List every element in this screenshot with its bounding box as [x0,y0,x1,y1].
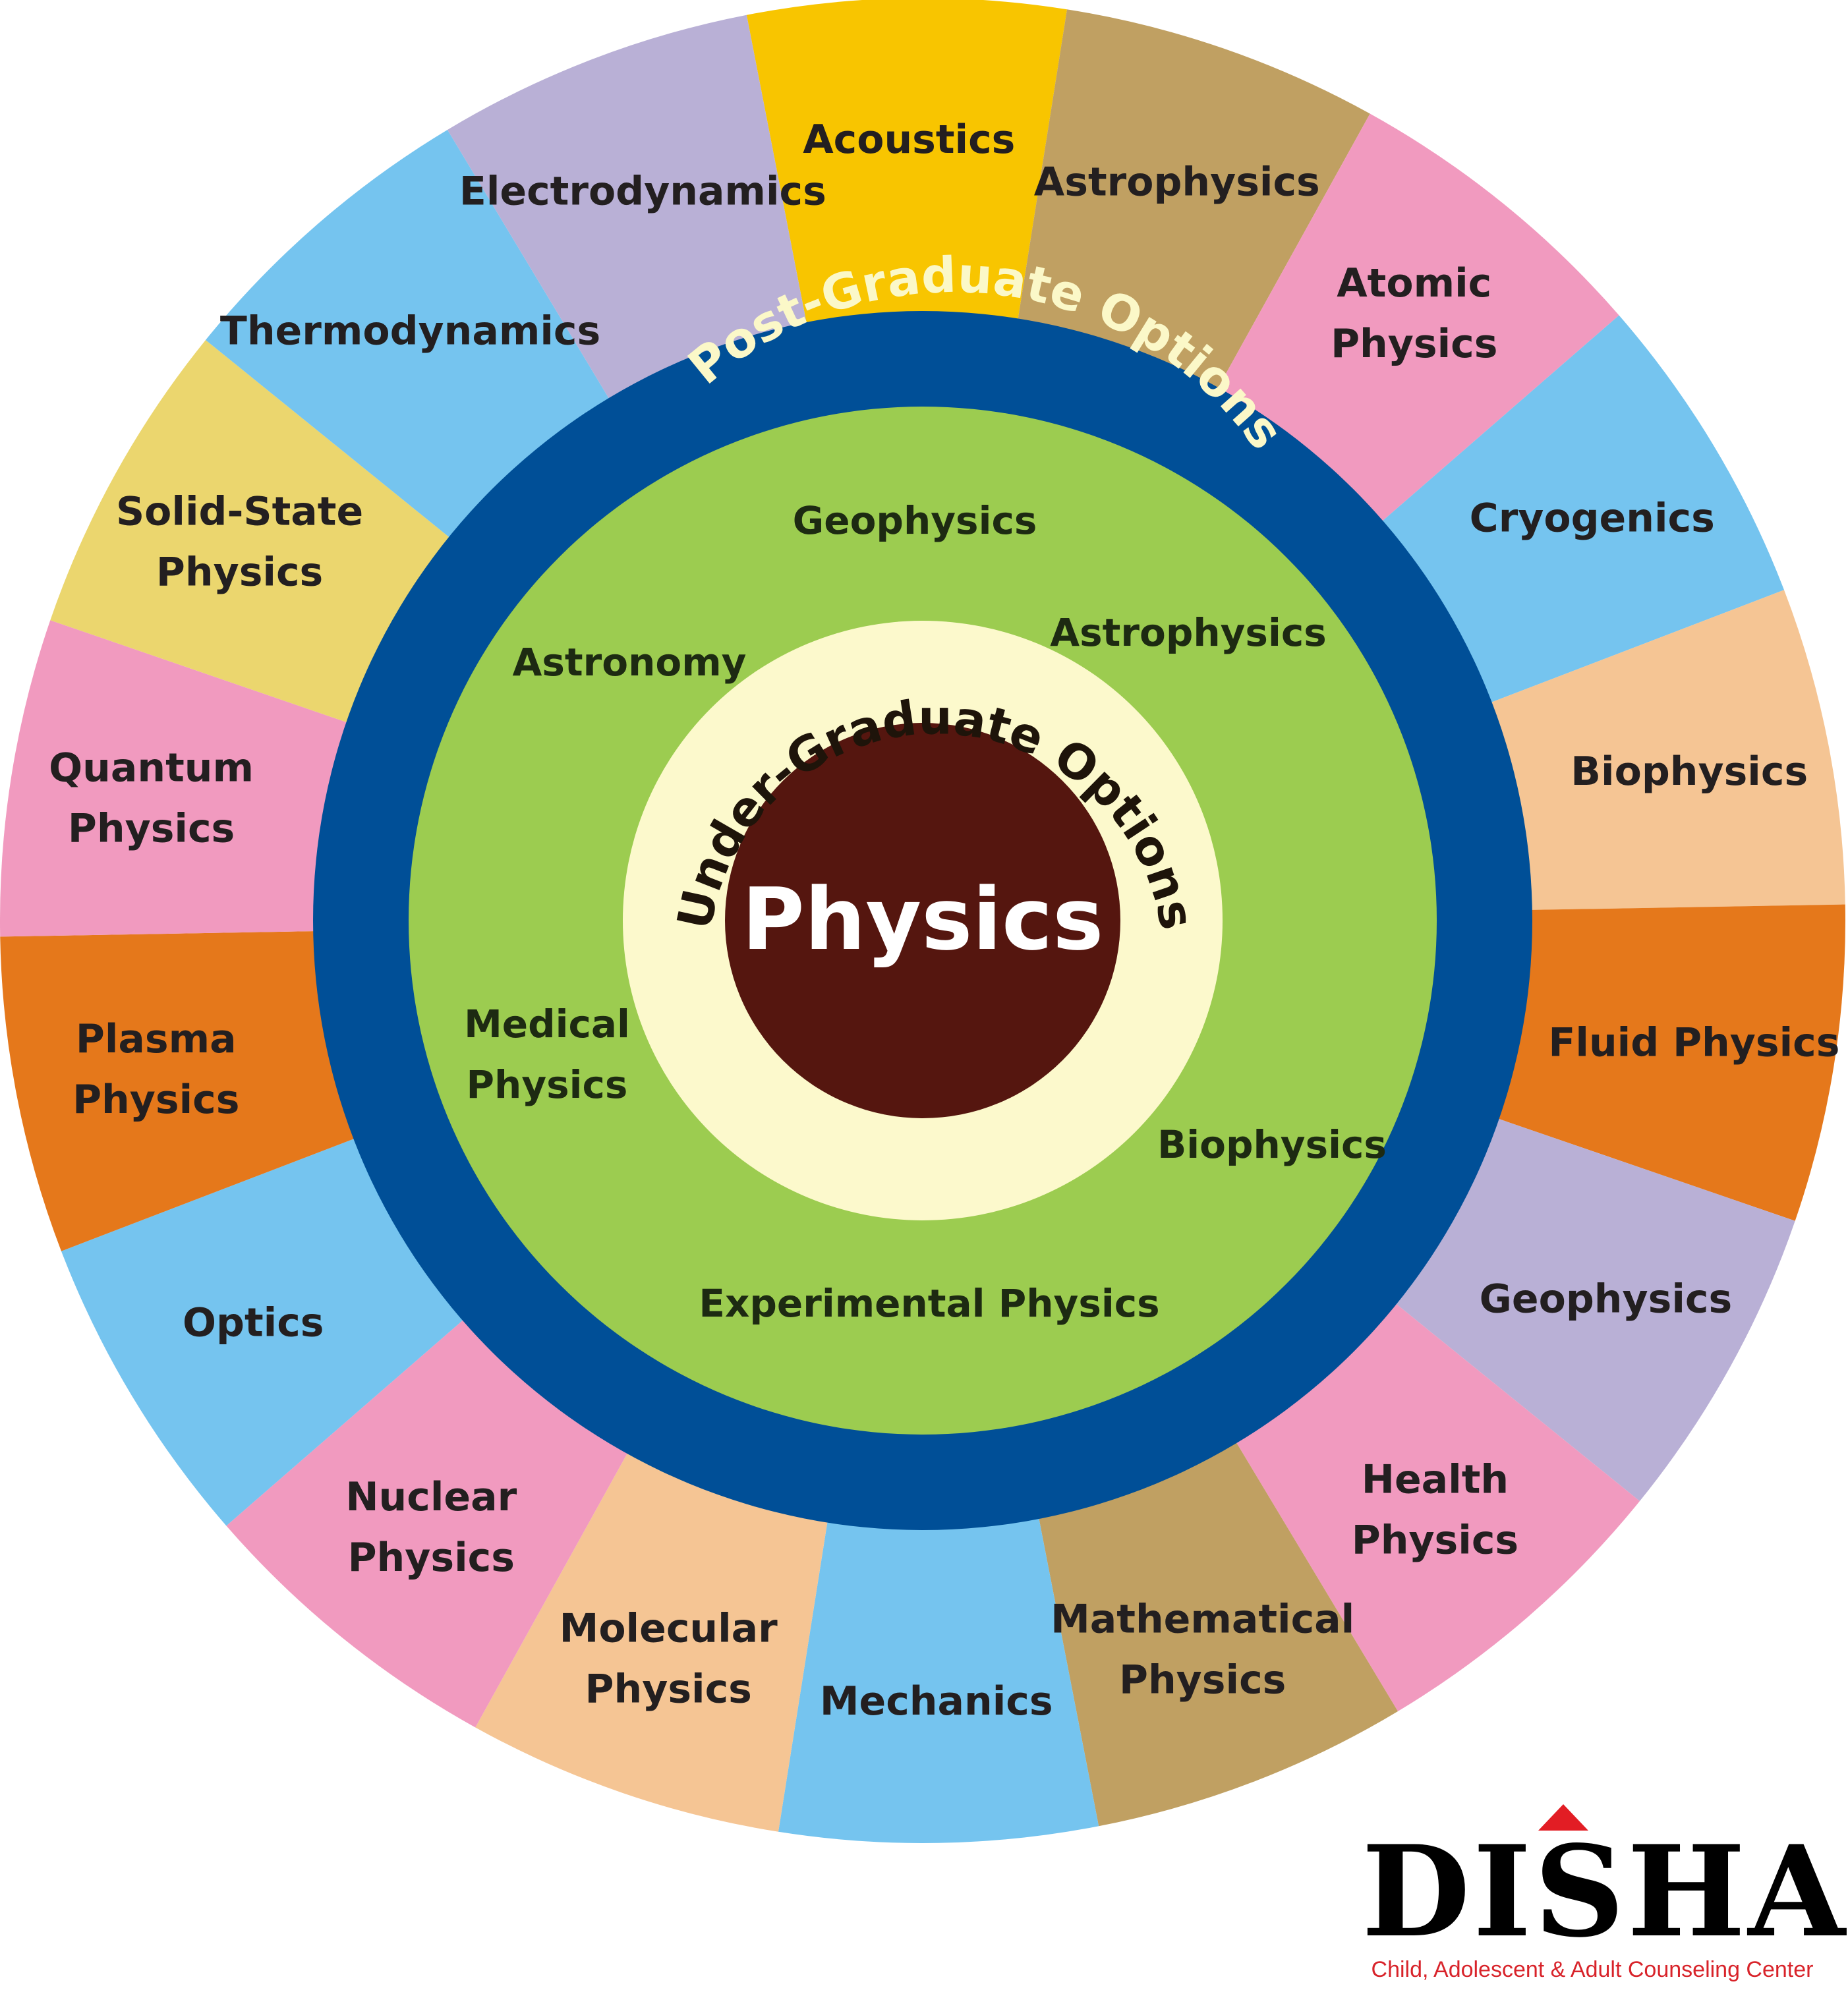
segment-label-line: Physics [348,1535,515,1581]
segment-label-line: Physics [1331,321,1497,367]
logo-triangle-icon [1538,1804,1588,1831]
segment-label-line: Cryogenics [1470,496,1715,542]
center-title: Physics [742,869,1104,969]
segment-label-mechanics: Mechanics [820,1678,1053,1724]
undergrad-option-line: Geophysics [793,498,1037,543]
segment-label-line: Atomic [1337,260,1491,306]
undergrad-option-experimental-physics: Experimental Physics [699,1281,1159,1326]
undergrad-option-line: Medical [464,1002,630,1046]
segment-label-line: Nuclear [345,1474,517,1520]
undergrad-option-geophysics: Geophysics [793,498,1037,543]
segment-label-thermodynamics: Thermodynamics [220,308,600,355]
segment-label-line: Mechanics [820,1678,1053,1724]
logo-tagline: Child, Adolescent & Adult Counseling Cen… [1371,1957,1814,1982]
segment-label-line: Acoustics [803,117,1015,163]
segment-label-line: Electrodynamics [459,169,826,215]
segment-label-biophysics: Biophysics [1571,749,1808,795]
segment-label-line: Physics [68,806,235,852]
segment-label-line: Astrophysics [1034,159,1320,206]
segment-label-line: Quantum [49,745,254,791]
segment-label-line: Thermodynamics [220,308,600,355]
segment-label-geophysics: Geophysics [1480,1276,1733,1322]
undergrad-option-astronomy: Astronomy [513,640,747,685]
undergrad-option-biophysics: Biophysics [1157,1122,1387,1167]
disha-logo: DISHA Child, Adolescent & Adult Counseli… [1362,1804,1848,1989]
segment-label-line: Physics [72,1077,239,1123]
undergrad-option-astrophysics: Astrophysics [1050,610,1327,655]
physics-core [725,723,1120,1118]
undergrad-option-line: Biophysics [1157,1122,1387,1167]
segment-label-line: Physics [585,1666,752,1712]
segment-label-line: Optics [183,1299,324,1346]
segment-label-line: Biophysics [1571,749,1808,795]
undergrad-option-line: Astrophysics [1050,610,1327,655]
undergrad-option-line: Astronomy [513,640,747,685]
segment-label-line: Health [1362,1456,1509,1502]
segment-label-line: Physics [1119,1657,1286,1703]
undergrad-option-line: Experimental Physics [699,1281,1159,1326]
segment-label-fluid-physics: Fluid Physics [1548,1019,1839,1066]
segment-label-line: Molecular [560,1605,778,1651]
segment-label-line: Physics [1352,1517,1518,1563]
segment-label-optics: Optics [183,1299,324,1346]
logo-wordmark: DISHA [1362,1818,1848,1965]
segment-label-line: Geophysics [1480,1276,1733,1322]
segment-label-electrodynamics: Electrodynamics [459,169,826,215]
segment-label-cryogenics: Cryogenics [1470,496,1715,542]
segment-label-line: Physics [156,550,323,596]
segment-label-line: Plasma [76,1016,237,1062]
segment-label-line: Fluid Physics [1548,1019,1839,1066]
segment-label-line: Mathematical [1051,1596,1354,1642]
segment-label-astrophysics: Astrophysics [1034,159,1320,206]
segment-label-acoustics: Acoustics [803,117,1015,163]
undergrad-option-line: Physics [467,1062,628,1107]
segment-label-line: Solid-State [116,489,363,535]
